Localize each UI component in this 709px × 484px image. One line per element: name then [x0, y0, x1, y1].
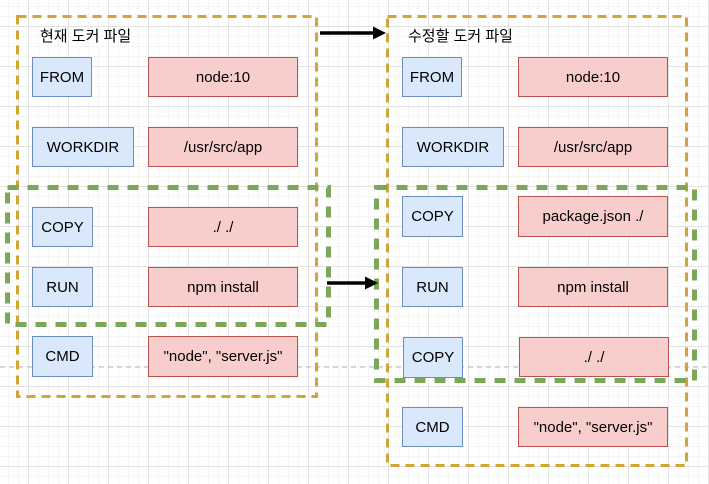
value-box: ./ ./ [519, 337, 669, 377]
value-box: npm install [148, 267, 298, 307]
keyword-box: WORKDIR [32, 127, 134, 167]
value-box: /usr/src/app [518, 127, 668, 167]
arrow-right-icon [373, 26, 386, 40]
value-box: "node", "server.js" [148, 336, 298, 377]
arrow-right-icon [365, 276, 378, 290]
value-box: npm install [518, 267, 668, 307]
keyword-box: COPY [403, 337, 463, 378]
value-box: node:10 [148, 57, 298, 97]
value-box: node:10 [518, 57, 668, 97]
keyword-box: FROM [32, 57, 92, 97]
value-box: package.json ./ [518, 196, 668, 237]
right-panel-title: 수정할 도커 파일 [408, 28, 513, 45]
left-panel-title: 현재 도커 파일 [40, 28, 132, 45]
keyword-box: COPY [32, 207, 93, 247]
value-box: "node", "server.js" [518, 407, 668, 447]
keyword-box: WORKDIR [402, 127, 504, 167]
title-transition-arrow [320, 26, 386, 40]
value-box: /usr/src/app [148, 127, 298, 167]
keyword-box: FROM [402, 57, 462, 97]
keyword-box: RUN [402, 267, 463, 307]
highlight-transition-arrow [327, 276, 378, 290]
keyword-box: COPY [402, 196, 463, 237]
keyword-box: CMD [32, 336, 93, 377]
keyword-box: RUN [32, 267, 93, 307]
value-box: ./ ./ [148, 207, 298, 247]
keyword-box: CMD [402, 407, 463, 447]
